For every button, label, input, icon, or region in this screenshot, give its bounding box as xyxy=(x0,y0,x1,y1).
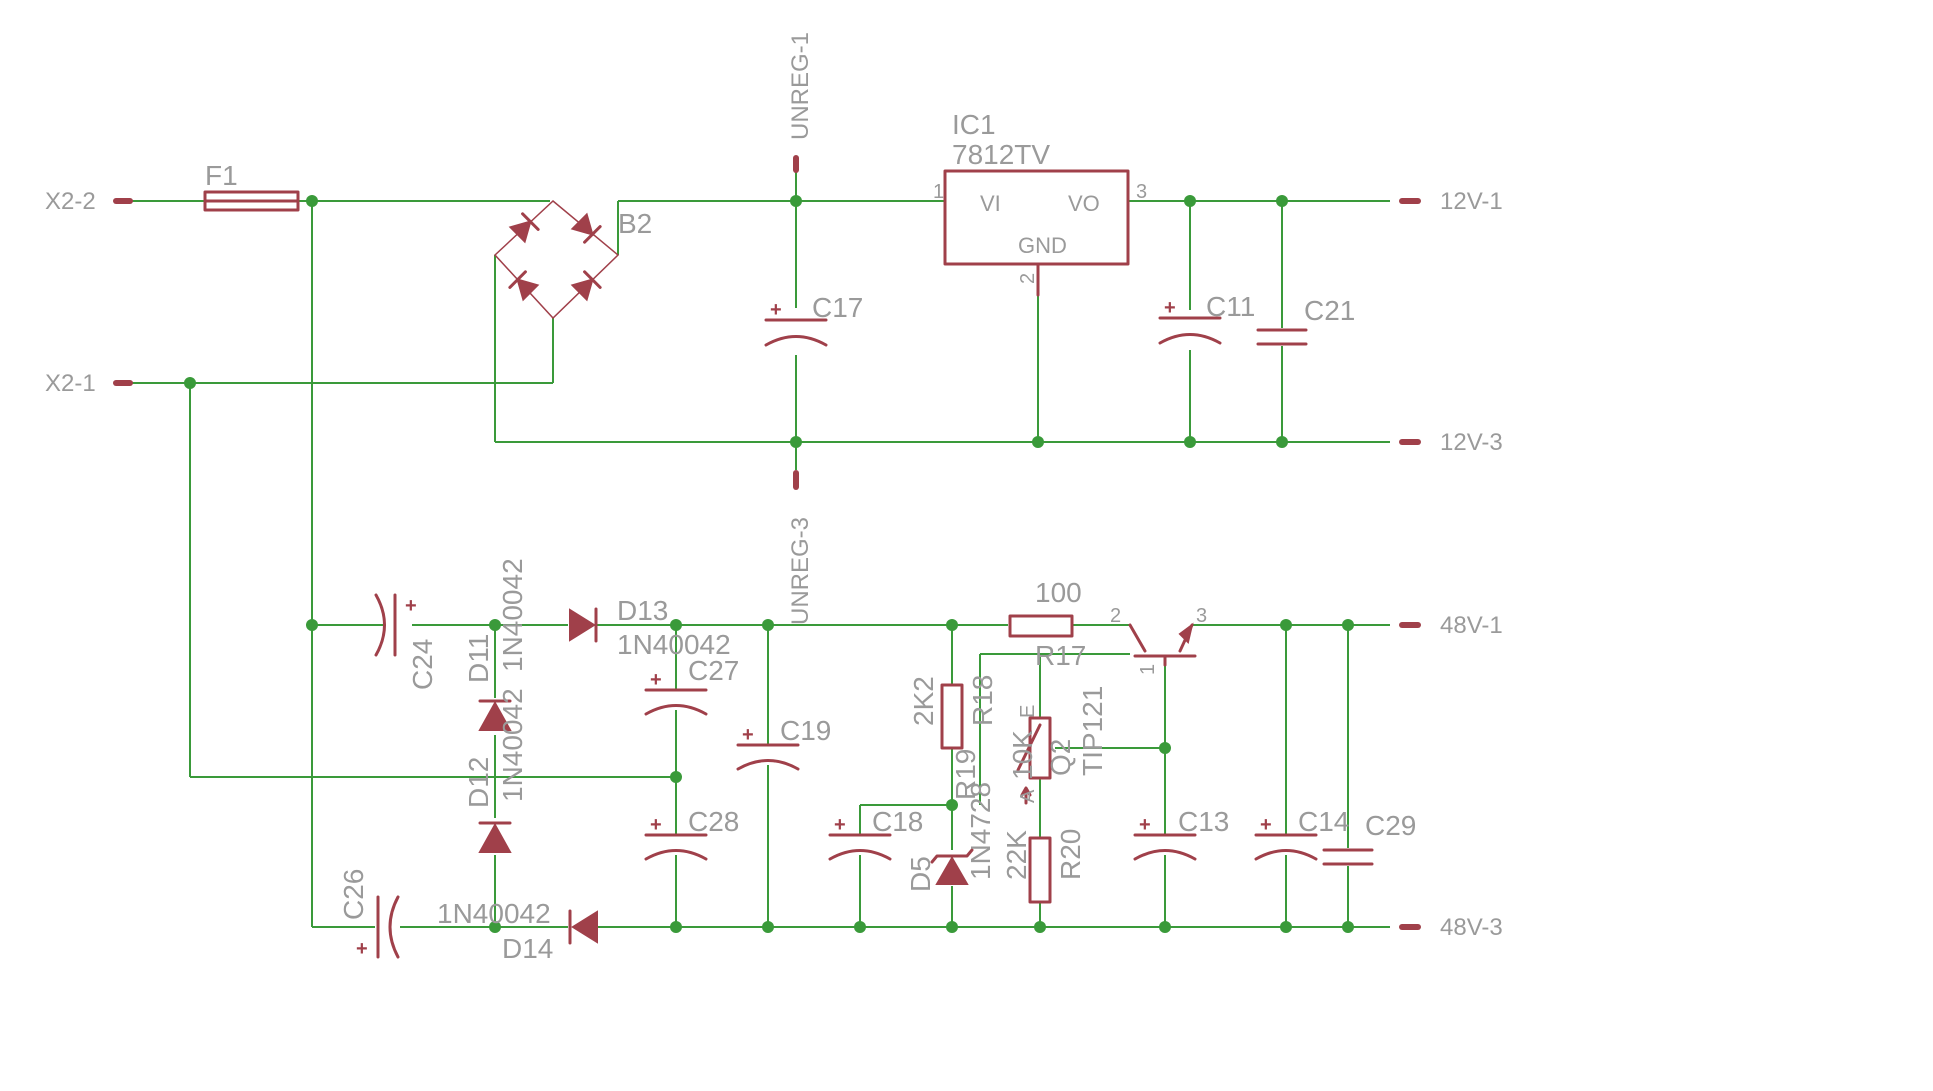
resistor-r19 xyxy=(940,683,964,750)
label-ic1-vo: VO xyxy=(1068,191,1100,216)
label-d14-value: 1N40042 xyxy=(437,898,551,929)
label-b2: B2 xyxy=(618,208,652,239)
label-r18-a: A xyxy=(1017,789,1039,803)
label-c18: C18 xyxy=(872,806,923,837)
label-c27: C27 xyxy=(688,655,739,686)
regulator-ic1 xyxy=(943,169,1130,297)
junction-dots xyxy=(184,195,1354,933)
label-d12: D12 xyxy=(463,757,494,808)
capacitor-c18: + xyxy=(828,814,892,861)
port-label-unreg-3: UNREG-3 xyxy=(787,517,814,625)
label-ic1-vi: VI xyxy=(980,191,1001,216)
svg-text:+: + xyxy=(742,724,754,746)
port-label-12v-1: 12V-1 xyxy=(1440,188,1503,215)
label-q2-pin1: 1 xyxy=(1137,664,1159,675)
label-c17: C17 xyxy=(812,292,863,323)
label-c13: C13 xyxy=(1178,806,1229,837)
svg-text:+: + xyxy=(1164,297,1176,319)
svg-text:+: + xyxy=(1139,814,1151,836)
label-c26: C26 xyxy=(338,869,369,920)
port-label-12v-3: 12V-3 xyxy=(1440,429,1503,456)
diode-d13 xyxy=(569,607,598,643)
label-r18-e: E xyxy=(1017,705,1039,718)
label-q2-pin2: 2 xyxy=(1110,605,1121,627)
label-q2: Q2 xyxy=(1045,739,1076,776)
label-r20-value: 22K xyxy=(1001,830,1032,880)
label-ic1-pin1: 1 xyxy=(933,181,944,203)
svg-text:+: + xyxy=(1260,814,1272,836)
label-d5: D5 xyxy=(905,856,936,892)
label-c28: C28 xyxy=(688,806,739,837)
capacitor-c13: + xyxy=(1133,814,1197,861)
label-r17: R17 xyxy=(1035,640,1086,671)
port-labels: X2-2 X2-1 12V-1 12V-3 48V-1 48V-3 UNREG-… xyxy=(45,32,1503,941)
label-q2-pin3: 3 xyxy=(1196,605,1207,627)
capacitor-c24: + xyxy=(374,593,417,657)
svg-text:+: + xyxy=(650,814,662,836)
label-ic1-gnd: GND xyxy=(1018,233,1067,258)
label-d13: D13 xyxy=(617,595,668,626)
capacitor-c17: + xyxy=(764,299,828,347)
bridge-rectifier-b2 xyxy=(493,200,620,320)
capacitor-c28: + xyxy=(644,814,708,861)
transistor-q2 xyxy=(1128,622,1197,667)
label-c19: C19 xyxy=(780,715,831,746)
label-d14: D14 xyxy=(502,933,553,964)
capacitor-c21 xyxy=(1256,328,1308,346)
diode-d14 xyxy=(568,909,598,945)
label-r20: R20 xyxy=(1055,829,1086,880)
label-q2-value: TIP121 xyxy=(1077,686,1108,776)
port-pins xyxy=(113,155,1421,930)
label-ic1-pin2: 2 xyxy=(1017,273,1039,284)
label-f1: F1 xyxy=(205,160,238,191)
label-ic1: IC1 xyxy=(952,109,996,140)
label-c29: C29 xyxy=(1365,810,1416,841)
port-label-48v-1: 48V-1 xyxy=(1440,612,1503,639)
capacitor-c29 xyxy=(1322,848,1374,866)
diode-d11 xyxy=(478,699,512,731)
component-labels: F1 B2 C17 IC1 7812TV VI VO GND 1 2 3 C11… xyxy=(205,109,1416,964)
diode-d12 xyxy=(478,821,512,853)
svg-text:+: + xyxy=(834,814,846,836)
capacitor-c26: + xyxy=(356,895,400,960)
label-r19-value: 2K2 xyxy=(908,676,939,726)
resistor-r17 xyxy=(1008,614,1074,638)
port-label-x2-1: X2-1 xyxy=(45,370,96,397)
label-c14: C14 xyxy=(1298,806,1349,837)
port-label-x2-2: X2-2 xyxy=(45,188,96,215)
svg-text:+: + xyxy=(650,669,662,691)
label-c11: C11 xyxy=(1206,291,1255,322)
zener-diode-d5 xyxy=(930,848,974,885)
capacitor-c11: + xyxy=(1158,297,1222,345)
label-r18-value: 10K xyxy=(1007,730,1038,780)
label-r19: R19 xyxy=(950,749,981,800)
label-ic1-pin3: 3 xyxy=(1136,181,1147,203)
svg-text:+: + xyxy=(770,299,782,321)
capacitor-c19: + xyxy=(736,724,800,771)
label-d12-value: 1N40042 xyxy=(497,688,528,802)
resistor-r20 xyxy=(1028,836,1052,904)
label-c24: C24 xyxy=(407,639,438,690)
label-d11-value: 1N40042 xyxy=(497,558,528,672)
svg-text:+: + xyxy=(405,595,417,617)
port-label-48v-3: 48V-3 xyxy=(1440,914,1503,941)
port-label-unreg-1: UNREG-1 xyxy=(787,32,814,140)
label-d5-value: 1N4728 xyxy=(965,782,996,880)
capacitor-c14: + xyxy=(1254,814,1318,861)
label-c21: C21 xyxy=(1304,295,1355,326)
label-r18: R18 xyxy=(967,675,998,726)
label-r17-value: 100 xyxy=(1035,577,1082,608)
fuse-f1 xyxy=(203,190,300,212)
trimmer-r18 xyxy=(1016,716,1052,805)
capacitor-c27: + xyxy=(644,669,708,716)
label-d13-value: 1N40042 xyxy=(617,629,731,660)
label-ic1-value: 7812TV xyxy=(952,139,1050,170)
label-d11: D11 xyxy=(463,634,494,683)
svg-text:+: + xyxy=(356,938,368,960)
